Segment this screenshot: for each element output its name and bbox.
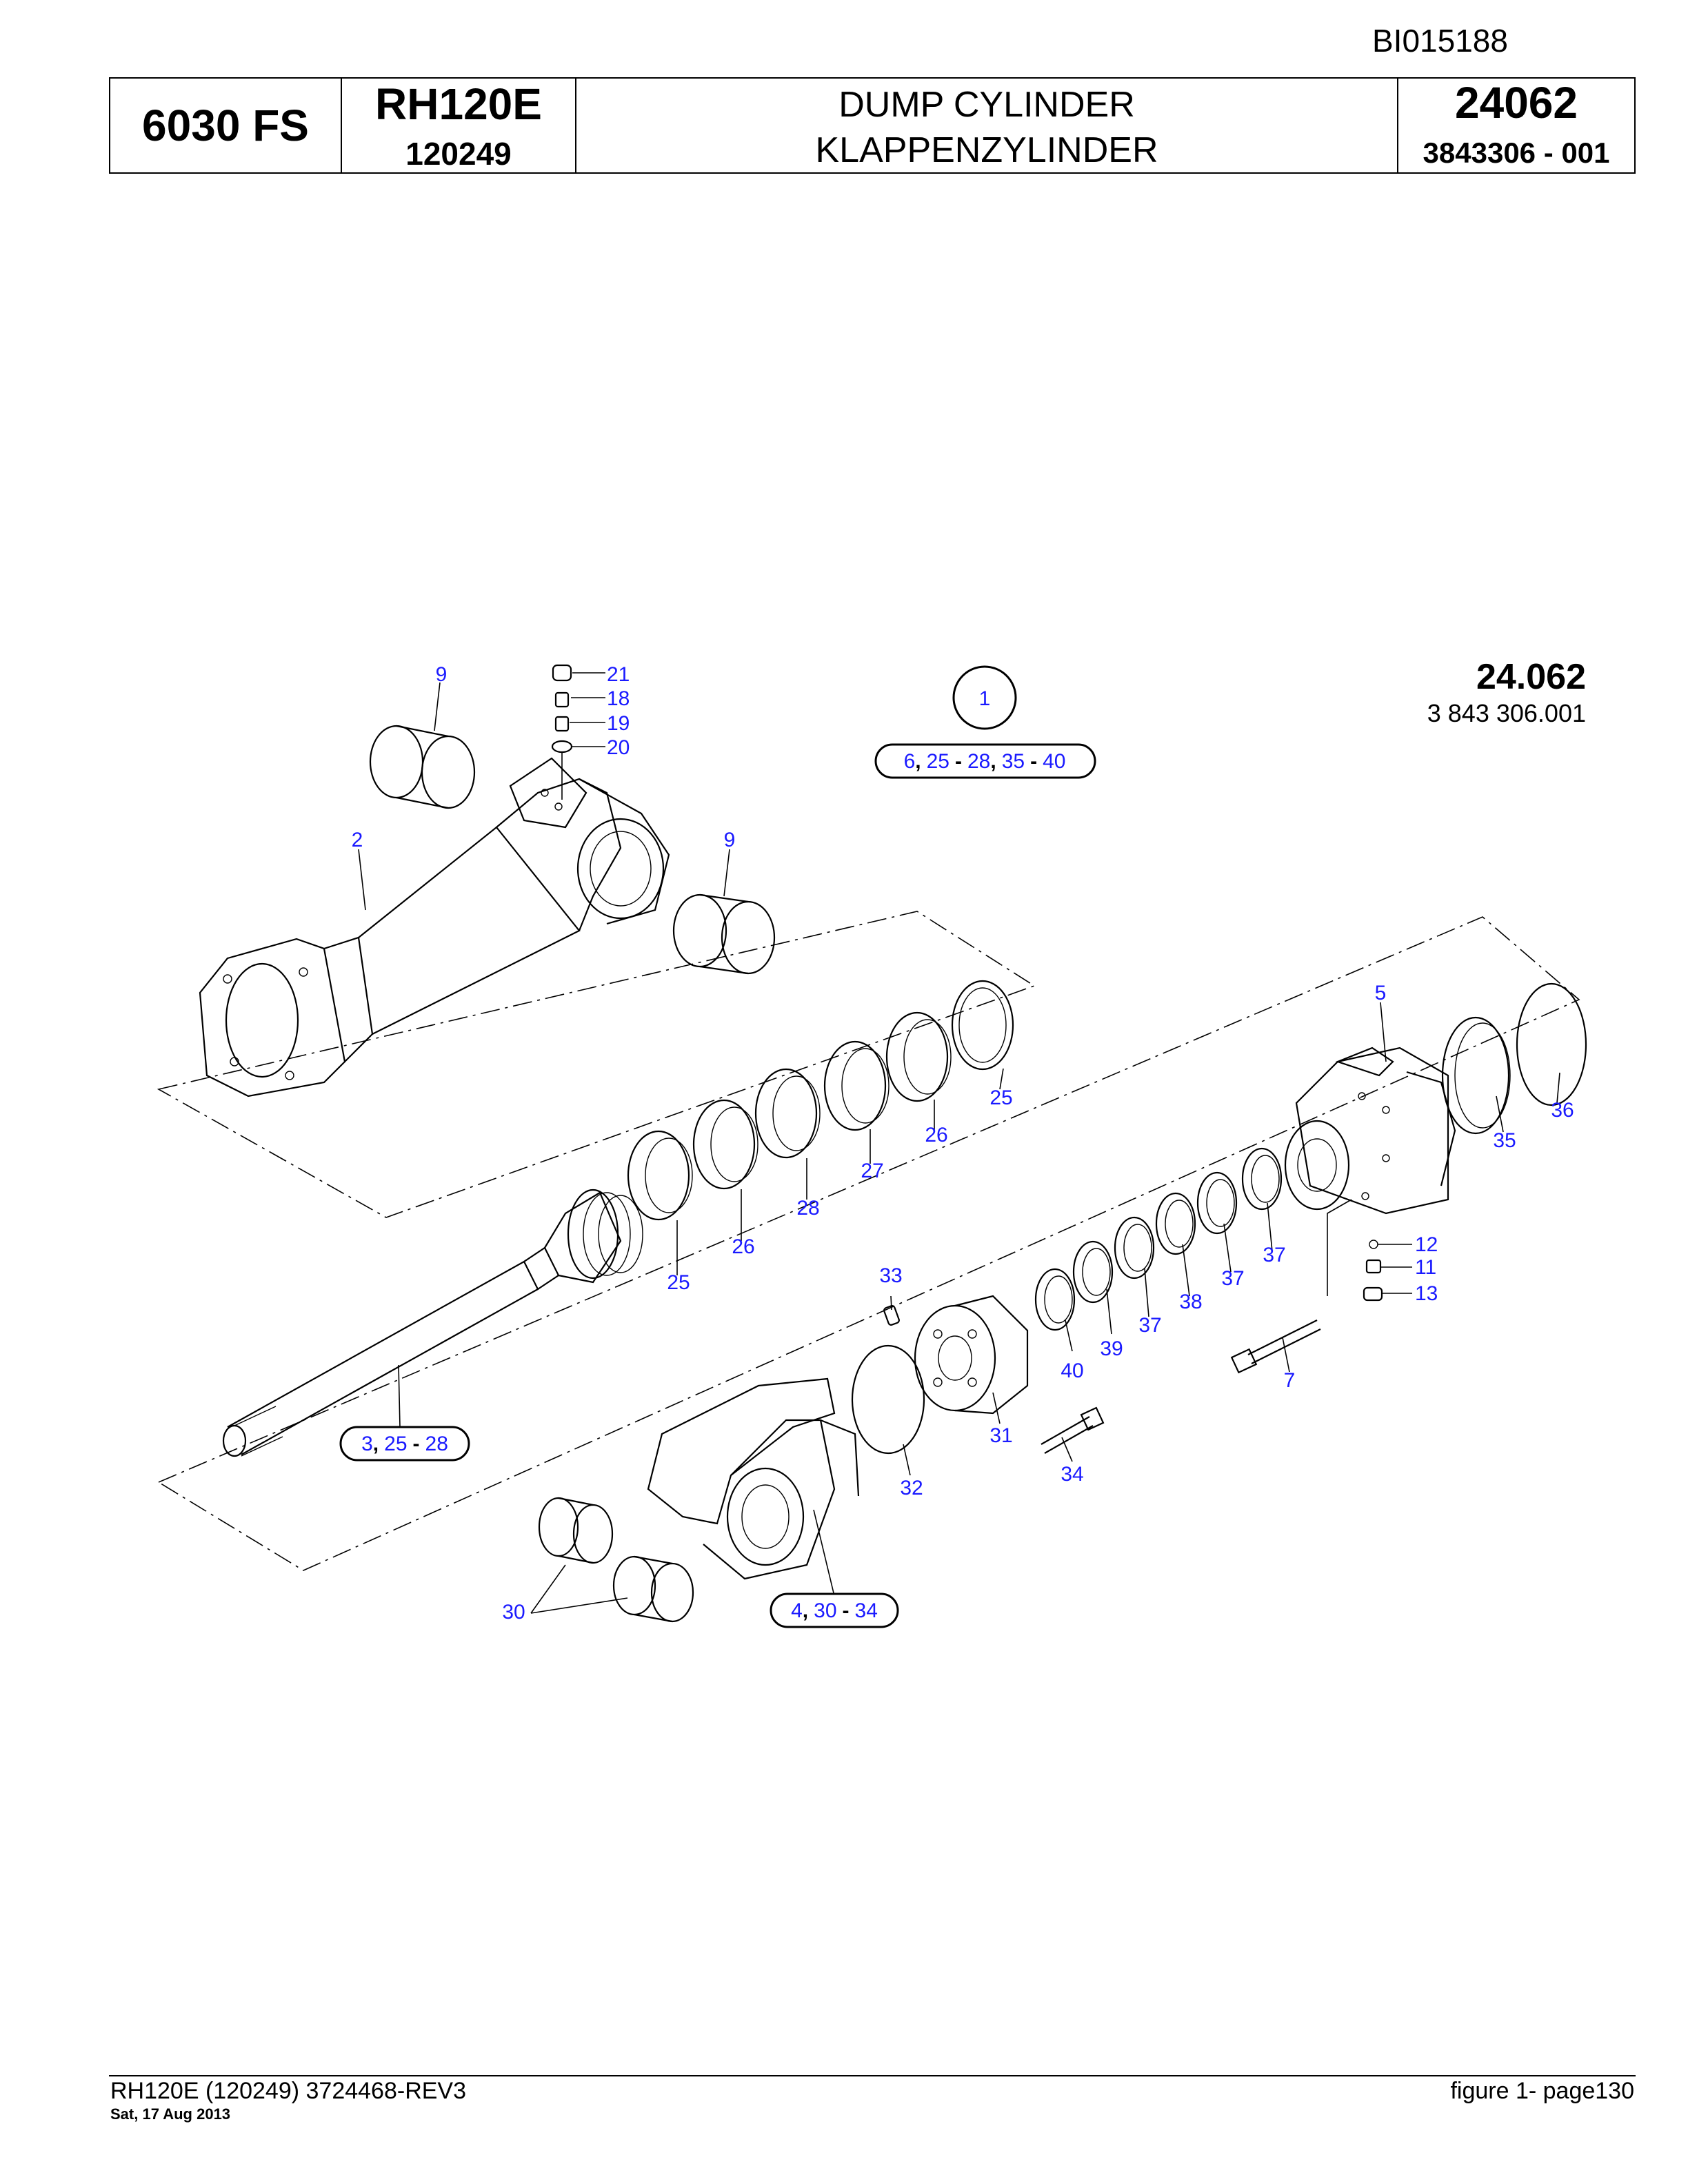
figure-code: 24062 <box>1455 78 1578 128</box>
title-cell: DUMP CYLINDER KLAPPENZYLINDER <box>576 79 1398 172</box>
head-seals <box>1441 982 1587 1135</box>
footer-page-ref: figure 1- page130 <box>1450 2078 1634 2104</box>
callout-7: 7 <box>1284 1369 1296 1392</box>
callout-30: 30 <box>502 1601 525 1624</box>
footer-rule <box>109 2075 1636 2076</box>
callout-35: 35 <box>1493 1129 1516 1152</box>
breather-fittings <box>551 664 573 800</box>
callout-9-upper: 9 <box>436 663 448 686</box>
leader-lines <box>358 672 1560 1614</box>
machine-cell: RH120E 120249 <box>342 79 576 172</box>
rod-seal-stack <box>1034 1147 1283 1331</box>
callout-25-upper: 25 <box>989 1086 1012 1109</box>
bolt-7 <box>1230 1320 1321 1374</box>
callout-12: 12 <box>1415 1233 1438 1256</box>
group-3-capsule <box>339 1426 470 1462</box>
callout-32: 32 <box>900 1477 923 1499</box>
callout-26-lower: 26 <box>732 1235 754 1258</box>
group-1-range: 6,25-28,35-40 <box>904 750 1066 773</box>
document-id: BI015188 <box>1372 23 1508 59</box>
cylinder-head <box>1284 1046 1456 1215</box>
callout-28: 28 <box>796 1197 819 1220</box>
callout-9-lower: 9 <box>724 829 736 851</box>
bolt-34 <box>1041 1406 1105 1454</box>
model-name: 6030 FS <box>142 101 309 150</box>
callout-2: 2 <box>352 829 363 851</box>
group-3-range: 3,25-28 <box>361 1433 448 1455</box>
figure-number: 24.062 <box>1476 657 1586 697</box>
callout-33: 33 <box>879 1264 902 1287</box>
title-block: 6030 FS RH120E 120249 DUMP CYLINDER KLAP… <box>109 77 1636 174</box>
piston-o-ring <box>851 1344 925 1455</box>
callout-25-lower: 25 <box>667 1271 690 1294</box>
head-fittings <box>1363 1240 1383 1302</box>
piston-rod <box>222 1189 643 1457</box>
seal-rings-upper <box>754 980 1014 1159</box>
figure-code-cell: 24062 3843306 - 001 <box>1398 78 1634 172</box>
callout-19: 19 <box>607 712 630 735</box>
callout-27: 27 <box>861 1160 883 1182</box>
title-english: DUMP CYLINDER <box>838 85 1135 125</box>
piston <box>914 1295 1029 1415</box>
eye-bushings <box>538 1497 694 1623</box>
callout-37-b: 37 <box>1221 1267 1244 1290</box>
callout-37-c: 37 <box>1263 1244 1285 1266</box>
locking-pin <box>883 1305 900 1326</box>
callout-11: 11 <box>1415 1256 1436 1279</box>
bushing-9-upper <box>369 725 476 809</box>
seal-rings-lower <box>627 1099 758 1221</box>
cylinder-barrel <box>199 757 670 1098</box>
callout-21: 21 <box>607 663 630 686</box>
footer-date: Sat, 17 Aug 2013 <box>110 2105 231 2123</box>
group-4-range: 4,30-34 <box>791 1599 878 1622</box>
callout-1: 1 <box>979 687 991 710</box>
callout-37-a: 37 <box>1138 1314 1161 1337</box>
part-number: 3843306 - 001 <box>1423 136 1610 169</box>
title-german: KLAPPENZYLINDER <box>815 130 1158 170</box>
callout-5: 5 <box>1375 982 1387 1004</box>
group-1-capsule <box>874 743 1096 779</box>
item-1-circle <box>952 665 1017 730</box>
callout-26-upper: 26 <box>925 1124 947 1146</box>
rod-eye <box>647 1377 860 1580</box>
group-4-capsule <box>770 1593 899 1628</box>
machine-name: RH120E <box>375 79 542 129</box>
phantom-outline-barrel <box>157 911 1036 1218</box>
figure-part-ref: 3 843 306.001 <box>1427 699 1586 727</box>
model-cell: 6030 FS <box>110 79 342 172</box>
callout-38: 38 <box>1179 1291 1202 1313</box>
callout-18: 18 <box>607 687 630 710</box>
callout-34: 34 <box>1061 1463 1083 1486</box>
bushing-9-lower <box>672 893 776 975</box>
callout-31: 31 <box>989 1424 1012 1447</box>
footer-document-ref: RH120E (120249) 3724468-REV3 <box>110 2078 467 2104</box>
callout-36: 36 <box>1551 1099 1574 1122</box>
machine-serial: 120249 <box>405 136 512 172</box>
callout-39: 39 <box>1100 1337 1123 1360</box>
callout-40: 40 <box>1061 1359 1083 1382</box>
callout-20: 20 <box>607 736 630 759</box>
callout-13: 13 <box>1415 1282 1438 1305</box>
phantom-outline-rod <box>157 916 1580 1571</box>
